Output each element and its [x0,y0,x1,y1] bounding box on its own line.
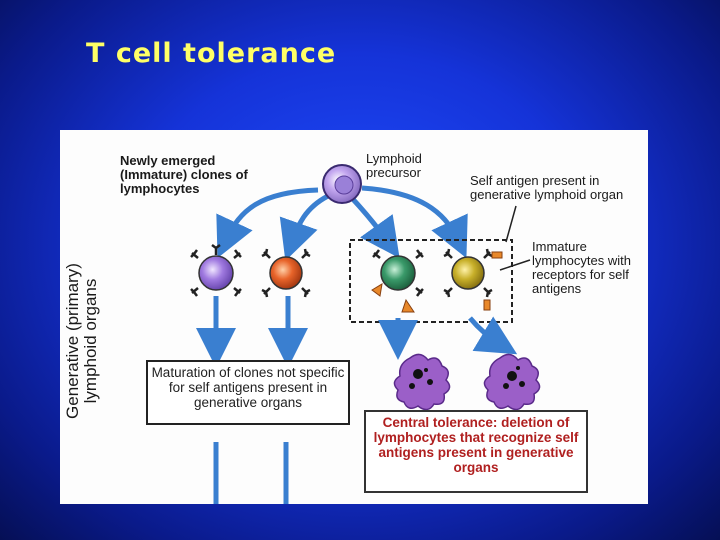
apoptotic-cell-left [393,353,451,411]
downward-arrows [196,296,518,504]
immature-clone-purple [190,244,242,297]
immature-lymphocytes-label: Immature lymphocytes with receptors for … [532,239,631,296]
self-antigen-leader-line [505,205,517,243]
diagram-figure: Newly emerged (Immature) clones of lymph… [60,130,648,504]
central-tolerance-box: Central tolerance: deletion of lymphocyt… [364,410,588,493]
lymphoid-precursor-cell [322,164,362,204]
slide-title: T cell tolerance [86,38,337,69]
self-antigen-label: Self antigen present in generative lymph… [470,173,624,202]
lymphoid-precursor-label: Lymphoid precursor [366,151,422,180]
self-antigen-region [349,239,513,323]
immature-leader-line [499,259,531,271]
immature-clone-green [371,249,424,313]
immature-clone-orange [261,248,311,298]
apoptotic-cell-right [483,353,541,411]
immature-clone-olive [443,248,503,311]
newly-emerged-label: Newly emerged (Immature) clones of lymph… [120,153,248,196]
maturation-box: Maturation of clones not specific for se… [146,360,350,425]
generative-organs-label: Generative (primary) lymphoid organs [63,263,100,419]
diagram-graphic [190,164,541,504]
